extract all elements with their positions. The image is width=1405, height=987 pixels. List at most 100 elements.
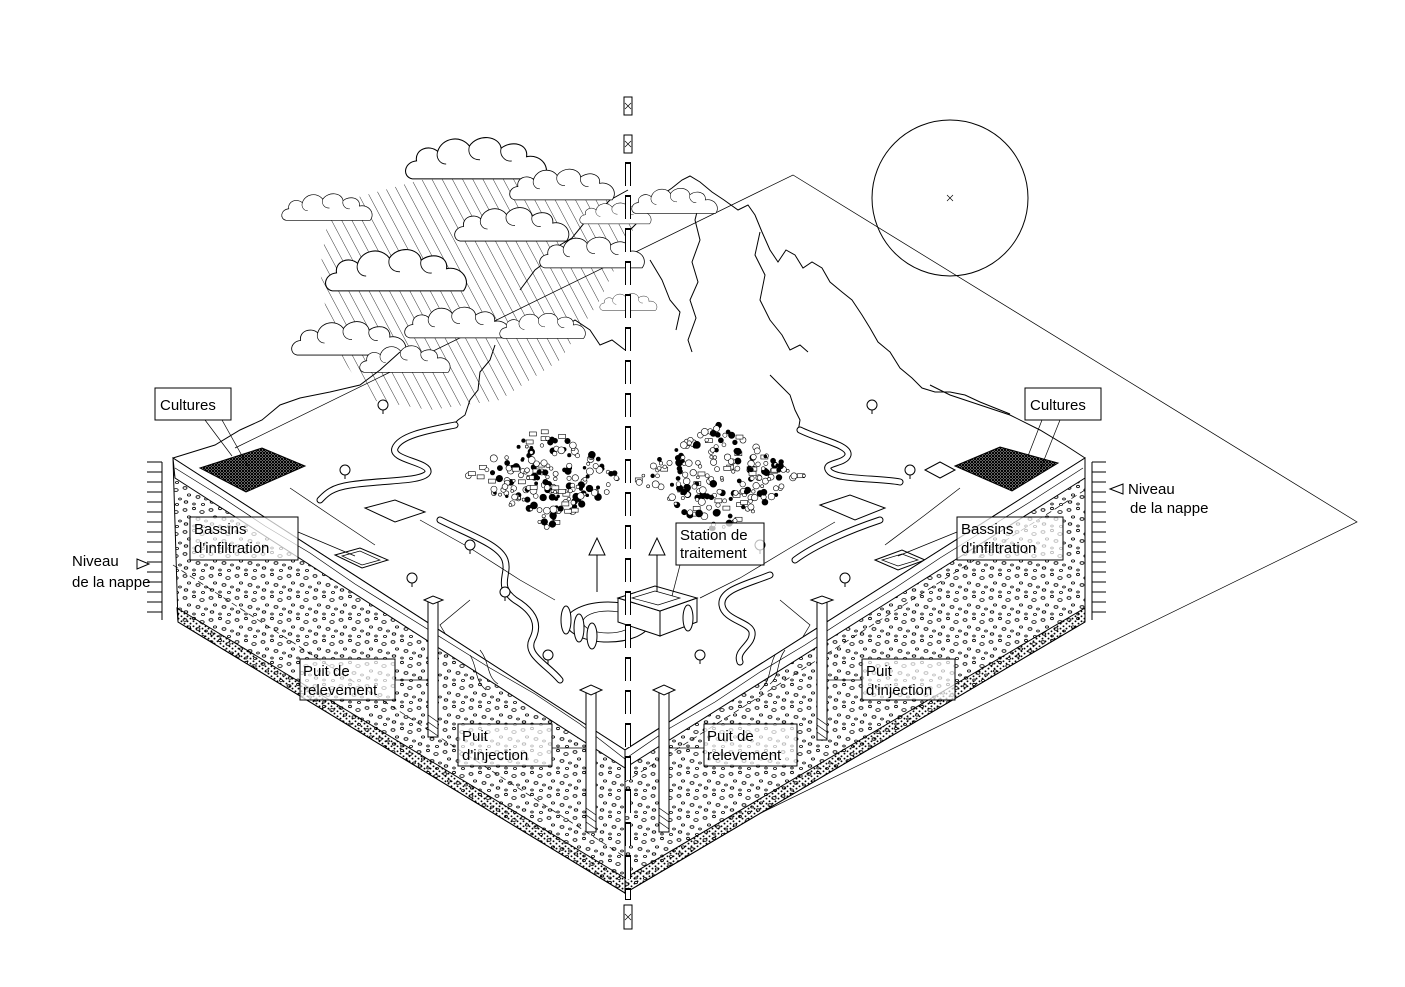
- town-tree: [547, 439, 554, 446]
- town-tree: [699, 486, 707, 494]
- town-tree: [520, 458, 525, 462]
- town-tree: [490, 485, 498, 493]
- town-tree: [651, 480, 660, 489]
- scattered-trees: [339, 399, 916, 664]
- town-tree: [776, 467, 782, 473]
- label-text: Puit: [866, 663, 893, 680]
- label-text: Puit: [462, 728, 489, 745]
- town-tree: [695, 497, 700, 502]
- town-tree: [539, 443, 545, 448]
- town-tree: [595, 456, 601, 462]
- town-house: [561, 501, 570, 507]
- symmetry-axis: [623, 96, 633, 930]
- label-bassins-left: Bassins d'infiltration: [189, 516, 299, 561]
- label-text: Station de: [680, 527, 748, 544]
- town-tree: [495, 474, 503, 483]
- town-house: [697, 471, 706, 477]
- town-tree: [613, 475, 619, 481]
- town-tree: [763, 461, 769, 466]
- town-tree: [734, 465, 741, 472]
- label-text: de la nappe: [72, 574, 150, 591]
- label-text: d'injection: [462, 747, 528, 764]
- label-text: Puit de: [303, 663, 350, 680]
- town-tree: [549, 505, 558, 514]
- town-tree: [716, 422, 721, 426]
- label-bassins-right: Bassins d'infiltration: [956, 516, 1064, 561]
- town-tree: [750, 453, 757, 461]
- town-tree: [545, 474, 550, 480]
- town-house: [479, 465, 487, 470]
- town-tree: [687, 509, 694, 516]
- well-injection-right: [809, 595, 835, 741]
- town-house: [518, 479, 526, 485]
- town-tree: [696, 475, 700, 480]
- town-tree: [508, 503, 513, 507]
- town-tree: [540, 459, 548, 467]
- infiltration-seep: [759, 649, 786, 691]
- label-text: d'infiltration: [961, 540, 1036, 557]
- town-tree: [762, 477, 769, 485]
- town-tree: [662, 464, 667, 470]
- leader-lines: [204, 419, 1061, 749]
- town-tree: [545, 463, 551, 469]
- town-tree: [709, 455, 714, 459]
- town-tree: [603, 489, 610, 495]
- town-tree: [511, 479, 516, 483]
- arrow-left-icon: [1108, 483, 1124, 495]
- town-house: [562, 491, 571, 497]
- town-tree: [557, 446, 566, 455]
- town-tree: [511, 493, 518, 501]
- town-house: [540, 429, 549, 435]
- town-tree: [585, 474, 590, 479]
- town-tree: [596, 485, 601, 490]
- label-text: traitement: [680, 545, 748, 562]
- town-tree: [569, 441, 577, 449]
- town-tree: [714, 466, 720, 472]
- town-tree: [764, 499, 768, 504]
- town-tree: [760, 484, 764, 488]
- town-tree: [566, 475, 572, 481]
- town-tree: [752, 482, 760, 490]
- town-tree: [564, 437, 571, 445]
- town-house: [476, 474, 485, 480]
- depth-scale-right: [1091, 461, 1106, 620]
- town-house: [529, 431, 537, 437]
- town-house: [570, 507, 579, 513]
- town-tree: [516, 444, 521, 449]
- town-tree: [548, 520, 557, 528]
- town-tree: [575, 484, 580, 489]
- town-tree: [722, 432, 728, 438]
- town-tree: [542, 479, 549, 486]
- town-tree: [518, 472, 524, 479]
- town-tree: [529, 446, 534, 450]
- town-tree: [646, 484, 650, 489]
- town-tree: [767, 492, 776, 501]
- town-tree: [536, 469, 542, 475]
- town-tree: [542, 469, 549, 476]
- town-tree: [567, 453, 572, 458]
- town-tree: [501, 483, 509, 490]
- label-water-table-left: Niveau de la nappe: [72, 553, 150, 591]
- arrow-up-icon: [588, 536, 606, 592]
- label-text: Puit de: [707, 728, 754, 745]
- town-tree: [635, 478, 643, 486]
- town-tree: [761, 466, 766, 471]
- town-tree: [734, 447, 742, 456]
- town-tree: [557, 505, 564, 512]
- town-tree: [537, 519, 542, 524]
- town-house: [564, 508, 572, 514]
- label-text: relevement: [303, 682, 378, 699]
- town-tree: [677, 468, 683, 475]
- town-tree: [732, 518, 738, 524]
- tree-icon: [499, 586, 511, 598]
- town-tree: [710, 458, 718, 466]
- town-tree: [695, 509, 703, 518]
- town-tree: [763, 454, 768, 459]
- town-tree: [669, 482, 675, 487]
- crop-field-right: [953, 446, 1060, 492]
- town-tree: [489, 470, 496, 476]
- town-tree: [554, 496, 559, 501]
- town-tree: [524, 496, 531, 503]
- terrain-left: [172, 351, 401, 459]
- town-tree: [578, 500, 586, 508]
